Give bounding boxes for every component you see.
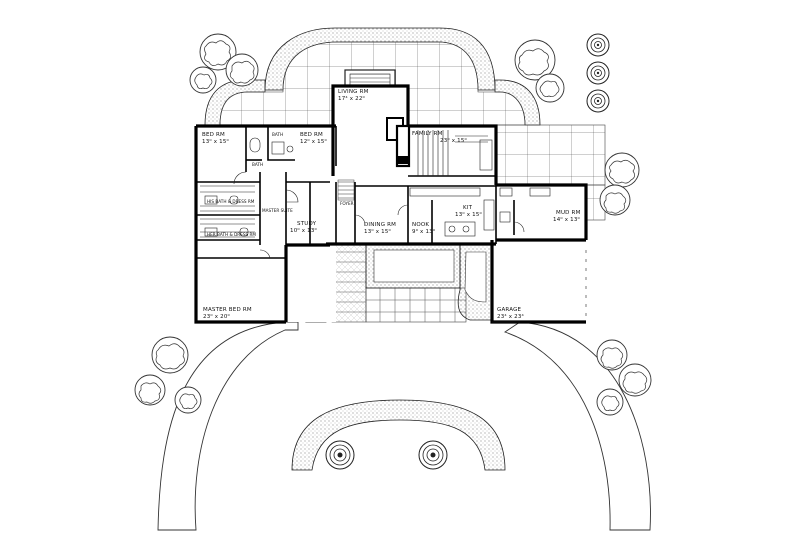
kitchen-dim: 13⁰ x 15⁰ [455, 211, 483, 218]
bed-room-2-dim: 12⁰ x 15⁰ [300, 138, 328, 145]
garage-name: GARAGE [497, 307, 522, 313]
master-bed-room-dim: 23⁰ x 20⁰ [203, 313, 231, 320]
master-suite-label: MASTER SUITE [262, 208, 293, 213]
house [194, 84, 588, 324]
trees [134, 33, 652, 416]
planter-left [325, 440, 355, 470]
her-bath-label: HER BATH & DRESS RM [207, 232, 256, 237]
rear-terrace [204, 27, 606, 221]
living-room-dim: 17⁴ x 22⁰ [338, 95, 366, 102]
planter-right [418, 440, 448, 470]
room-labels: LIVING RM 17⁴ x 22⁰ BED RM 13⁰ x 15⁰ BED… [202, 89, 581, 320]
study-dim: 10⁰ x 13⁰ [290, 227, 318, 234]
his-bath-label: HIS BATH & DRESS RM [207, 199, 255, 204]
bath-label-2: BATH [252, 162, 263, 167]
bath-label-1: BATH [272, 132, 283, 137]
nook-name: NOOK [412, 222, 429, 228]
study-name: STUDY [297, 221, 317, 227]
living-room-name: LIVING RM [338, 89, 369, 95]
round-shrubs-right [586, 33, 610, 113]
bed-room-1-dim: 13⁰ x 15⁰ [202, 138, 230, 145]
bed-room-1-name: BED RM [202, 132, 225, 138]
dining-room-dim: 13⁰ x 15⁰ [364, 228, 392, 235]
family-room-name: FAMILY RM [412, 131, 443, 137]
nook-dim: 9⁰ x 13⁰ [412, 228, 436, 235]
kitchen-name: KIT [463, 205, 473, 211]
foyer-label: FOYER [340, 201, 354, 206]
master-bed-room-name: MASTER BED RM [203, 307, 252, 313]
mud-room-dim: 14⁰ x 13⁰ [553, 216, 581, 223]
mud-room-name: MUD RM [556, 210, 581, 216]
family-room-dim: 23⁰ x 15⁰ [440, 137, 468, 144]
garage-dim: 23⁴ x 23⁴ [497, 313, 525, 320]
dining-room-name: DINING RM [364, 222, 396, 228]
bed-room-2-name: BED RM [300, 132, 323, 138]
